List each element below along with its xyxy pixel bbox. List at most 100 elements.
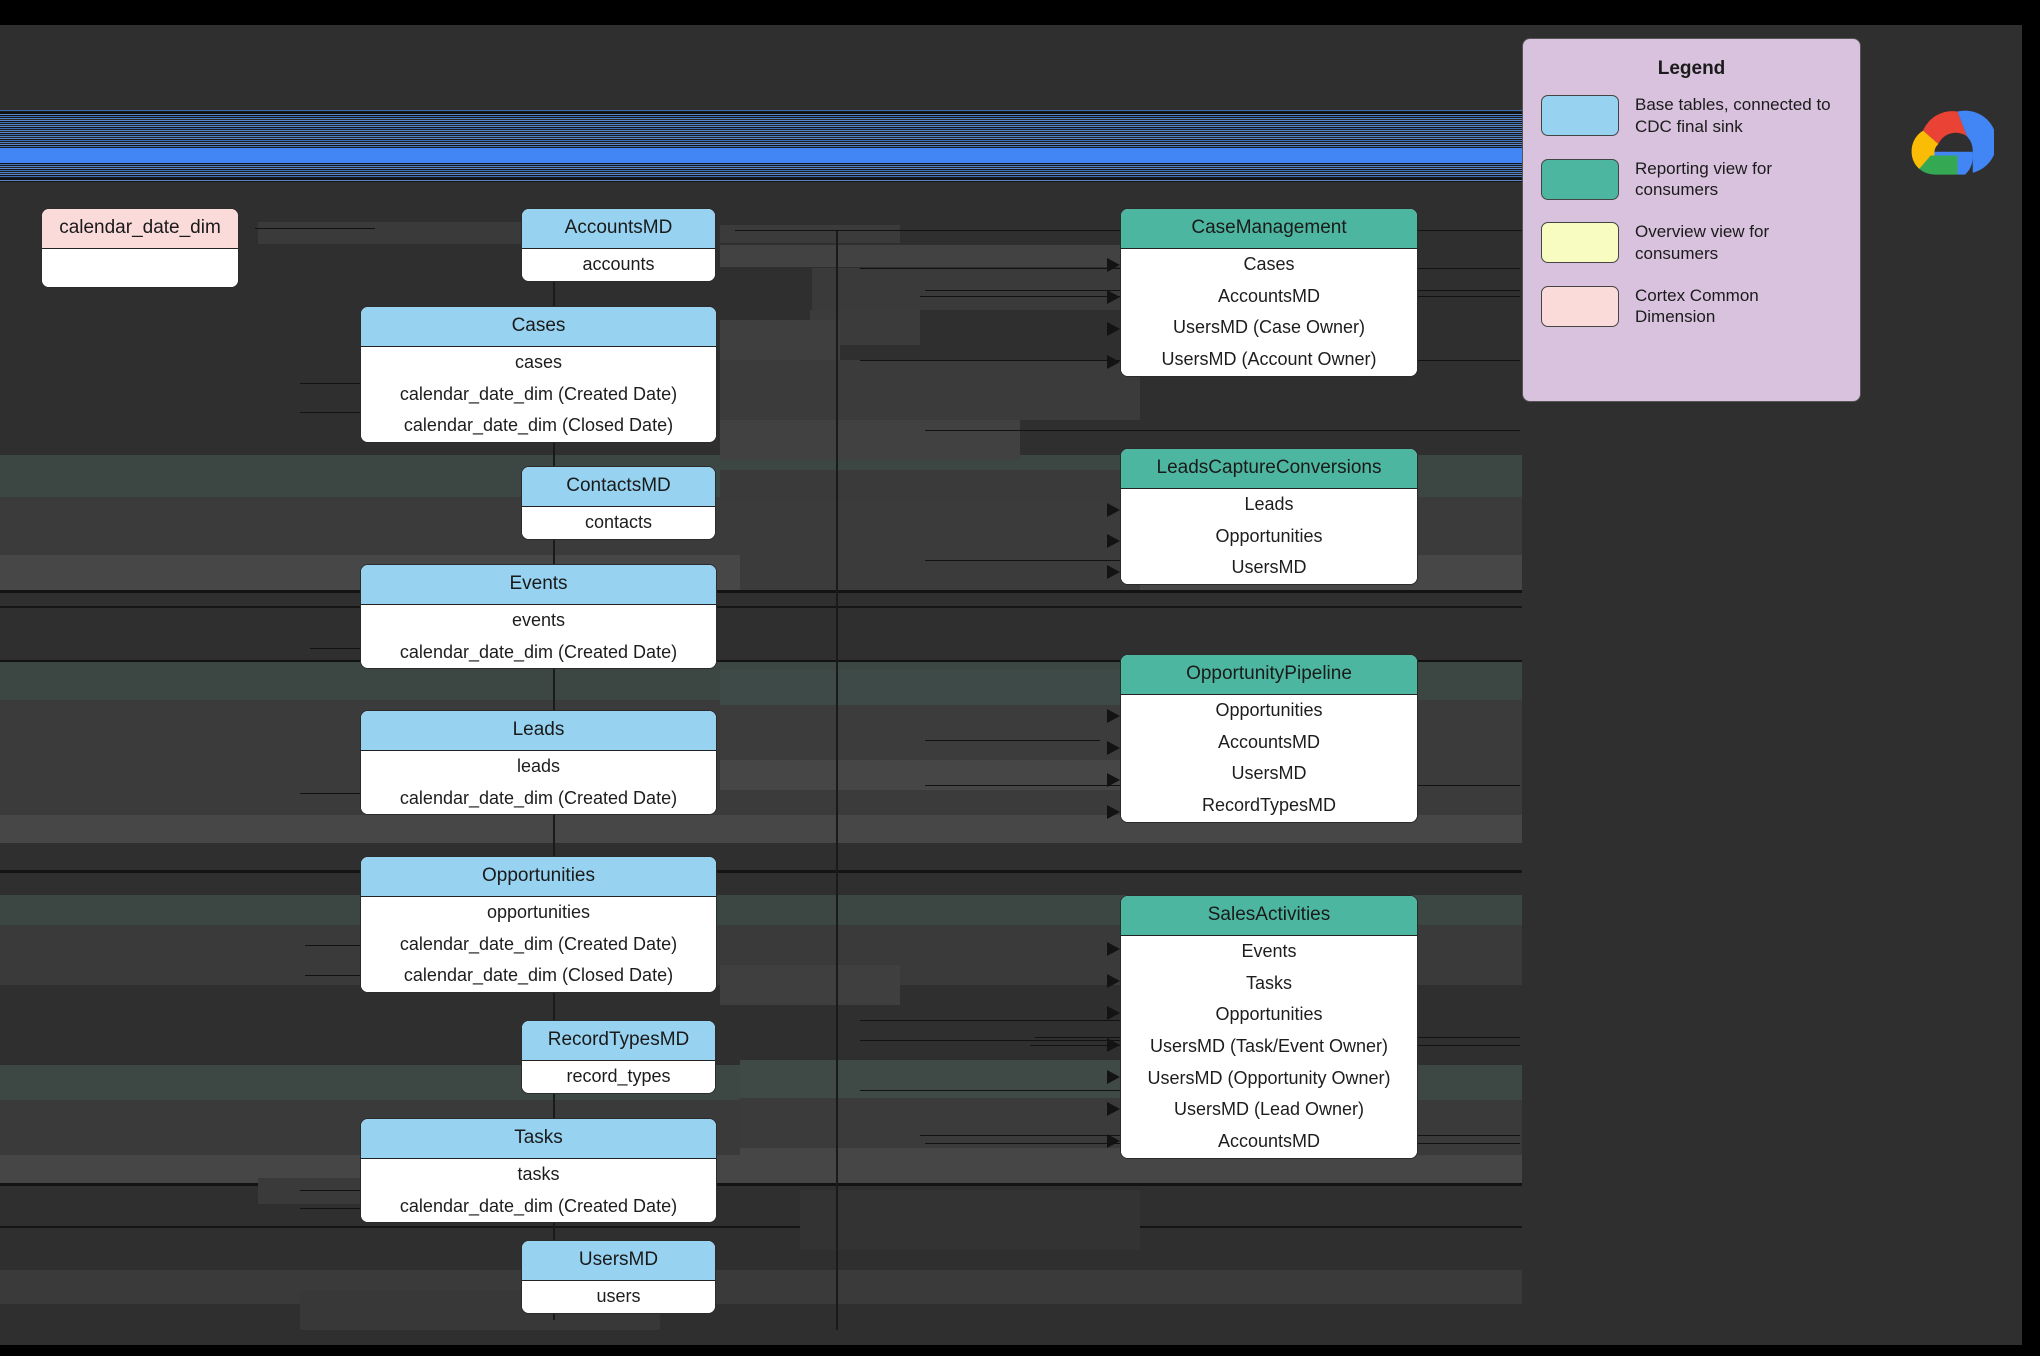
node-row: AccountsMD (1217, 285, 1321, 306)
node-cases[interactable]: Cases cases calendar_date_dim (Created D… (360, 306, 717, 443)
node-body: Opportunities AccountsMD UsersMD RecordT… (1121, 694, 1417, 822)
connector-arrow (1107, 1006, 1120, 1020)
node-body (42, 248, 238, 287)
node-row: accounts (582, 253, 655, 274)
node-body: tasks calendar_date_dim (Created Date) (361, 1158, 716, 1223)
connector-line (255, 228, 375, 229)
legend-label: Base tables, connected to CDC final sink (1635, 95, 1831, 136)
connector-line (860, 1090, 1130, 1091)
node-row: calendar_date_dim (Created Date) (399, 787, 678, 808)
bottom-black-band (0, 1345, 2040, 1356)
connector-arrow (1107, 709, 1120, 723)
stripe-artifact-edge (0, 178, 1522, 180)
node-row: UsersMD (Task/Event Owner) (1149, 1036, 1389, 1056)
node-title: AccountsMD (522, 209, 715, 249)
legend-label: Cortex Common Dimension (1635, 285, 1759, 327)
node-title: calendar_date_dim (42, 209, 238, 249)
node-recordtypesmd[interactable]: RecordTypesMD record_types (521, 1020, 716, 1094)
node-row (42, 249, 238, 287)
node-opportunitypipeline[interactable]: OpportunityPipeline Opportunities Accoun… (1120, 654, 1418, 823)
legend-item-overview-view: Overview view for consumers (1541, 221, 1842, 265)
node-events[interactable]: Events events calendar_date_dim (Created… (360, 564, 717, 670)
node-title: ContactsMD (522, 467, 715, 507)
node-contactsmd[interactable]: ContactsMD contacts (521, 466, 716, 540)
node-row: contacts (584, 511, 653, 532)
connector-line (925, 560, 1265, 561)
node-row: AccountsMD (1217, 1131, 1321, 1152)
connector-arrow (1107, 290, 1120, 304)
node-row: RecordTypesMD (1201, 795, 1337, 815)
node-tasks[interactable]: Tasks tasks calendar_date_dim (Created D… (360, 1118, 717, 1224)
node-body: Events Tasks Opportunities UsersMD (Task… (1121, 935, 1417, 1158)
google-cloud-logo (1898, 102, 1997, 188)
node-title: Cases (361, 307, 716, 347)
node-body: accounts (522, 248, 715, 281)
node-row: Leads (1244, 493, 1294, 514)
stripe-artifact-band (0, 110, 1522, 182)
legend-swatch-base-tables (1541, 95, 1619, 137)
legend-swatch-cortex-dimension (1541, 285, 1619, 327)
connector-arrow (1107, 1070, 1120, 1084)
node-body: leads calendar_date_dim (Created Date) (361, 750, 716, 815)
connector-arrow (1107, 534, 1120, 548)
node-accountsmd[interactable]: AccountsMD accounts (521, 208, 716, 282)
node-title: Events (361, 565, 716, 605)
right-black-band (2022, 0, 2040, 1356)
node-opportunities[interactable]: Opportunities opportunities calendar_dat… (360, 856, 717, 993)
legend-item-cortex-common-dimension: Cortex Common Dimension (1541, 285, 1842, 329)
node-row: Opportunities (1215, 1004, 1323, 1025)
node-title: OpportunityPipeline (1121, 655, 1417, 695)
node-row: UsersMD (Opportunity Owner) (1147, 1067, 1391, 1088)
node-leadscaptureconversions[interactable]: LeadsCaptureConversions Leads Opportunit… (1120, 448, 1418, 585)
node-usersmd[interactable]: UsersMD users (521, 1240, 716, 1314)
connector-arrow (1107, 258, 1120, 272)
node-row: UsersMD (1231, 557, 1307, 578)
node-row: Opportunities (1215, 699, 1323, 720)
node-row: UsersMD (Account Owner) (1161, 349, 1377, 369)
node-casemanagement[interactable]: CaseManagement Cases AccountsMD UsersMD … (1120, 208, 1418, 377)
node-row: calendar_date_dim (Created Date) (399, 383, 678, 404)
node-title: CaseManagement (1121, 209, 1417, 249)
node-row: users (596, 1285, 641, 1306)
node-row: calendar_date_dim (Created Date) (399, 933, 678, 954)
node-row: calendar_date_dim (Closed Date) (403, 965, 674, 986)
node-row: UsersMD (1231, 763, 1307, 784)
legend-label: Overview view for consumers (1635, 222, 1770, 263)
node-row: Opportunities (1215, 525, 1323, 546)
connector-line (925, 430, 1520, 431)
node-calendar-date-dim[interactable]: calendar_date_dim (41, 208, 239, 288)
node-row: Tasks (1245, 972, 1292, 993)
legend-label: Reporting view for consumers (1635, 158, 1773, 200)
legend-swatch-overview-view (1541, 222, 1619, 264)
node-leads[interactable]: Leads leads calendar_date_dim (Created D… (360, 710, 717, 816)
connector-arrow (1107, 503, 1120, 517)
node-row: UsersMD (Case Owner) (1172, 317, 1366, 338)
connector-arrow (1107, 355, 1120, 369)
legend-item-base-tables: Base tables, connected to CDC final sink (1541, 94, 1842, 138)
node-row: Events (1241, 940, 1297, 961)
node-row: calendar_date_dim (Created Date) (399, 1195, 678, 1216)
connector-arrow (1107, 974, 1120, 988)
top-black-band (0, 0, 2040, 25)
legend-panel: Legend Base tables, connected to CDC fin… (1522, 38, 1861, 402)
connector-arrow (1107, 773, 1120, 787)
node-salesactivities[interactable]: SalesActivities Events Tasks Opportuniti… (1120, 895, 1418, 1159)
node-body: contacts (522, 506, 715, 539)
node-row: opportunities (486, 901, 591, 922)
stripe-artifact-core (0, 148, 1522, 163)
connector-arrow (1107, 741, 1120, 755)
node-title: Opportunities (361, 857, 716, 897)
stripe-artifact-edge (0, 112, 1522, 114)
node-row: calendar_date_dim (Created Date) (399, 641, 678, 662)
connector-arrow (1107, 1102, 1120, 1116)
node-row: leads (516, 755, 561, 776)
node-body: cases calendar_date_dim (Created Date) c… (361, 346, 716, 442)
legend-swatch-reporting-view (1541, 158, 1619, 200)
node-title: Tasks (361, 1119, 716, 1159)
connector-arrow (1107, 1134, 1120, 1148)
node-body: Leads Opportunities UsersMD (1121, 488, 1417, 584)
node-body: events calendar_date_dim (Created Date) (361, 604, 716, 669)
node-body: users (522, 1280, 715, 1313)
connector-arrow (1107, 805, 1120, 819)
